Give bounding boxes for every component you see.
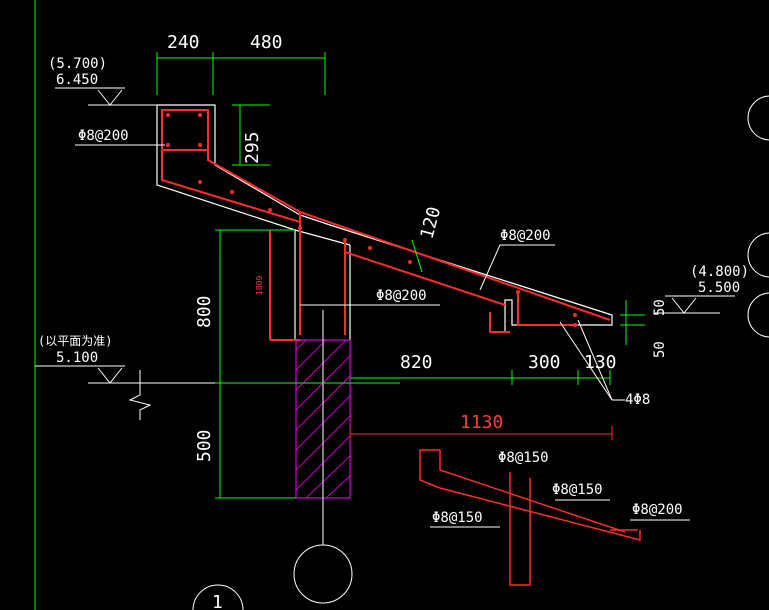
dim-295: 295 <box>242 131 263 164</box>
dim-120: 120 <box>417 204 446 241</box>
rebar-detail <box>419 449 641 586</box>
dim-300: 300 <box>528 352 561 373</box>
dim-240: 240 <box>167 32 200 53</box>
rebar <box>161 109 611 341</box>
elev-right: 5.500 <box>698 280 740 296</box>
axis-bubble <box>747 292 769 338</box>
dim-50-bottom: 50 <box>652 341 668 358</box>
dim-500: 500 <box>194 429 215 462</box>
elev-left: 5.100 <box>56 350 98 366</box>
label-phi8-200-mid: Φ8@200 <box>376 288 427 304</box>
rebar-dots <box>166 113 577 327</box>
label-phi8-150-b: Φ8@150 <box>552 482 603 498</box>
axis-bubble <box>747 95 769 141</box>
detail-leaders <box>430 499 690 528</box>
label-phi8-150-a: Φ8@150 <box>498 450 549 466</box>
label-phi8-200-top: Φ8@200 <box>500 228 551 244</box>
axis-circle <box>293 544 353 604</box>
dim-1809: 1809 <box>255 276 264 295</box>
label-phi8-200-left: Φ8@200 <box>78 128 129 144</box>
dim-130: 130 <box>584 352 617 373</box>
dim-1130: 1130 <box>460 412 503 433</box>
label-4phi8: 4Φ8 <box>625 392 650 408</box>
dimension-red <box>349 426 613 440</box>
section-outline <box>156 104 613 340</box>
elev-top: 6.450 <box>56 72 98 88</box>
label-phi8-200-detail: Φ8@200 <box>632 502 683 518</box>
dim-50-top: 50 <box>652 299 668 316</box>
detail-circle-label: 1 <box>212 592 223 610</box>
axis-bubble <box>747 232 769 278</box>
dim-800: 800 <box>194 295 215 328</box>
dim-820: 820 <box>400 352 433 373</box>
elev-top-paren: (5.700) <box>48 56 107 72</box>
elevation-marks <box>35 87 735 420</box>
elev-right-paren: (4.800) <box>690 264 749 280</box>
label-phi8-150-c: Φ8@150 <box>432 510 483 526</box>
detail-circle <box>192 584 244 610</box>
leader-lines <box>75 144 625 401</box>
dimension-lines <box>156 52 645 499</box>
dim-480: 480 <box>250 32 283 53</box>
elev-left-note: (以平面为准) <box>38 334 112 348</box>
